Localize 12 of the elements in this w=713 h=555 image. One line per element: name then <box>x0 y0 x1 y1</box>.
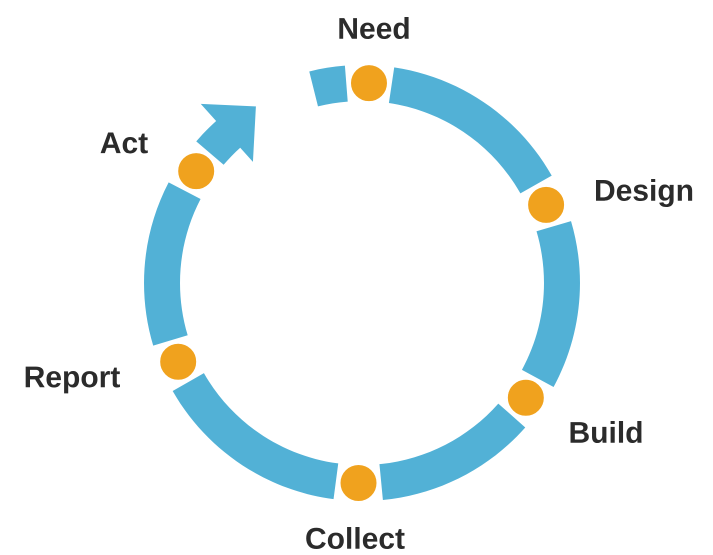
band-segment <box>379 404 526 500</box>
node-label: Need <box>339 16 409 40</box>
node-label: Build <box>570 420 642 444</box>
node-label: Collect <box>306 526 405 550</box>
node-label: Act <box>100 132 148 154</box>
band-segment <box>309 66 552 194</box>
band-segment <box>172 373 338 500</box>
node-label: Design <box>596 178 692 208</box>
node-label: Report <box>26 366 120 394</box>
arrow <box>196 104 256 165</box>
band-segment <box>522 221 580 388</box>
band-segment <box>144 182 201 346</box>
